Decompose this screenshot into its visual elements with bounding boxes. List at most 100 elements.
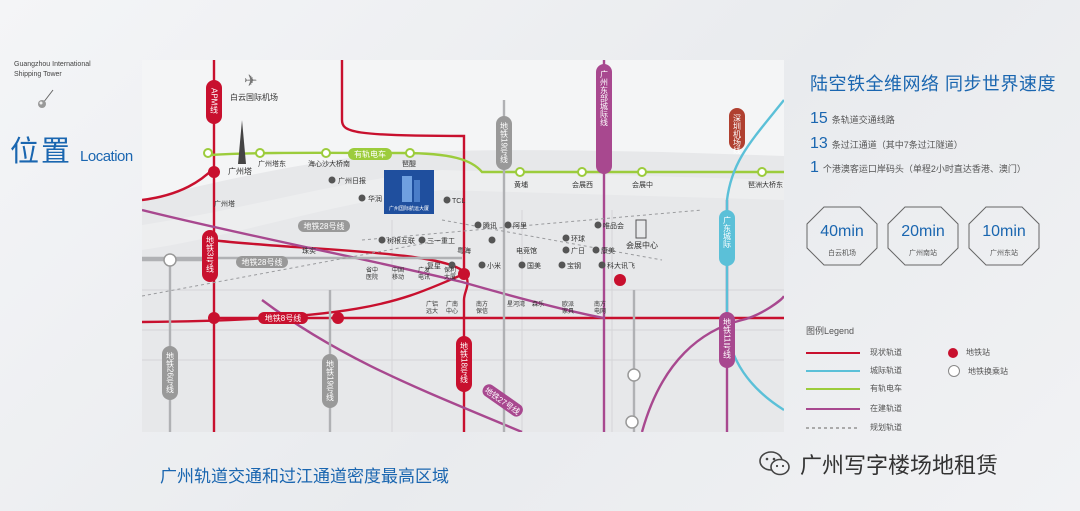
time-south-value: 20min	[901, 223, 945, 240]
station-s4: 黄埔	[514, 180, 528, 189]
block-b4: 保利大厦	[444, 266, 456, 281]
transfer-station-icon	[948, 365, 960, 377]
stat-port-num: 1	[810, 159, 819, 176]
label-l8: 地铁8号线	[265, 313, 301, 323]
poi-p16: 树根互联	[387, 236, 415, 245]
poi-p17: 三一重工	[427, 237, 455, 245]
poi-p3: TCL	[452, 198, 465, 205]
legend-current-label: 现状轨道	[870, 348, 902, 357]
label-apm: APM线	[210, 88, 219, 113]
poi-p19: 电竞馆	[516, 246, 537, 255]
page-title: 位置 Location	[10, 128, 133, 170]
poi-p14: 宝钢	[567, 261, 581, 270]
station-s7: 广州塔	[214, 199, 235, 208]
station-s5: 会展西	[572, 180, 593, 189]
label-l3: 地铁3号线	[206, 235, 215, 272]
poi-p10: 科大讯飞	[607, 261, 635, 270]
building-label: 广州国际航运大厦	[389, 205, 429, 212]
block-b2: 中国移动	[392, 266, 404, 281]
map-svg: APM线 有轨电车 地铁28号线 地铁28号线 地铁3号线 地铁8号线 地铁26…	[142, 60, 784, 432]
legend-title: 图例Legend	[806, 326, 855, 336]
tower-label: 广州塔	[228, 166, 252, 176]
poi-p6: 唯品会	[603, 221, 624, 230]
poi-p9: 康美	[601, 246, 615, 255]
station-s3: 琶醍	[402, 160, 416, 168]
stat-river-text: 条过江通道（其中7条过江隧道）	[831, 140, 963, 150]
block-b11: 南方电网	[594, 300, 606, 315]
block-b10: 欧派家具	[562, 300, 574, 315]
transfer-stations	[163, 253, 641, 429]
poi-p15: 复星	[427, 261, 441, 270]
expo-center: 会展中心	[626, 219, 658, 250]
airport: ✈ 白云国际机场	[230, 73, 278, 102]
legend-intercity-swatch	[806, 369, 860, 372]
time-east-place: 广州东站	[990, 250, 1018, 257]
label-l13: 广州东部城际线	[600, 69, 609, 126]
station-s8: 琶洲大桥东	[748, 180, 783, 189]
block-b1: 省中医院	[366, 266, 378, 281]
highlight-building: 广州国际航运大厦	[384, 170, 434, 214]
label-l11: 地铁11号线	[723, 317, 732, 358]
watermark: 广州写字楼场地租赁	[758, 448, 998, 480]
brand-line-2: Shipping Tower	[14, 71, 62, 78]
time-airport: 40min 白云机场	[806, 206, 878, 266]
legend-planned-label: 规划轨道	[870, 423, 902, 432]
legend-intercity-label: 城际轨道	[870, 366, 902, 375]
metro-stations	[208, 166, 626, 324]
poi-p18: 珠实	[302, 246, 316, 255]
time-east: 10min 广州东站	[968, 206, 1040, 266]
pin-icon	[38, 89, 54, 108]
station-s1: 广州塔东	[258, 159, 286, 168]
time-airport-place: 白云机场	[828, 250, 856, 257]
time-south-place: 广州南站	[909, 250, 937, 257]
right-headline: 陆空铁全维网络 同步世界速度	[810, 74, 1056, 94]
label-l18: 地铁18号线	[460, 341, 469, 383]
legend-tram: 有轨电车	[806, 383, 902, 394]
block-b5: 广铝远大	[426, 300, 438, 315]
poi-markers	[328, 176, 606, 269]
poi-p7: 环球	[571, 234, 585, 243]
airport-icon: ✈	[244, 73, 257, 90]
block-b7: 南方保信	[476, 300, 488, 315]
legend-planned-swatch	[806, 426, 860, 429]
label-l26: 地铁26号线	[166, 351, 175, 393]
title-en: Location	[80, 148, 133, 165]
time-east-value: 10min	[982, 223, 1026, 240]
label-l19b: 地铁19号线	[326, 359, 335, 401]
legend-current: 现状轨道	[806, 347, 902, 358]
current-lines	[142, 60, 784, 432]
airport-label: 白云国际机场	[230, 92, 278, 102]
metro-map: APM线 有轨电车 地铁28号线 地铁28号线 地铁3号线 地铁8号线 地铁26…	[142, 60, 784, 432]
city-blocks: 省中医院 中国移动 广发电讯 保利大厦 广铝远大 广南中心 南方保信 星河湾 森…	[366, 266, 606, 315]
legend-construction-swatch	[806, 407, 860, 410]
poi-p4: 腾讯	[483, 221, 497, 230]
watermark-text: 广州写字楼场地租赁	[800, 453, 999, 478]
legend-station-label: 地铁站	[966, 348, 990, 357]
expo-icon	[635, 219, 647, 239]
time-airport-value: 40min	[820, 223, 864, 240]
legend-construction: 在建轨道	[806, 403, 902, 414]
label-l19a: 地铁19号线	[500, 121, 509, 163]
metro-station-icon	[948, 347, 958, 358]
poi-p2: 华润	[368, 194, 382, 203]
stat-rail-num: 15	[810, 110, 828, 127]
poi-p8: 广日	[571, 246, 585, 255]
block-b8: 星河湾	[507, 300, 525, 308]
brand-line-1: Guangzhou International	[14, 61, 91, 68]
wechat-icon	[759, 451, 790, 476]
legend-intercity: 城际轨道	[806, 365, 902, 376]
station-s6: 会展中	[632, 180, 653, 189]
legend-tram-swatch	[806, 387, 860, 390]
block-b6: 广南中心	[446, 300, 458, 315]
expo-label: 会展中心	[626, 240, 658, 250]
label-pfl: 深圳机场线	[733, 114, 742, 154]
legend-planned: 规划轨道	[806, 422, 902, 433]
label-gdj: 广东城际	[723, 215, 732, 249]
time-south: 20min 广州南站	[887, 206, 959, 266]
river	[142, 60, 784, 200]
legend-transfer: 地铁换乘站	[948, 365, 1008, 377]
legend-construction-label: 在建轨道	[870, 404, 902, 413]
